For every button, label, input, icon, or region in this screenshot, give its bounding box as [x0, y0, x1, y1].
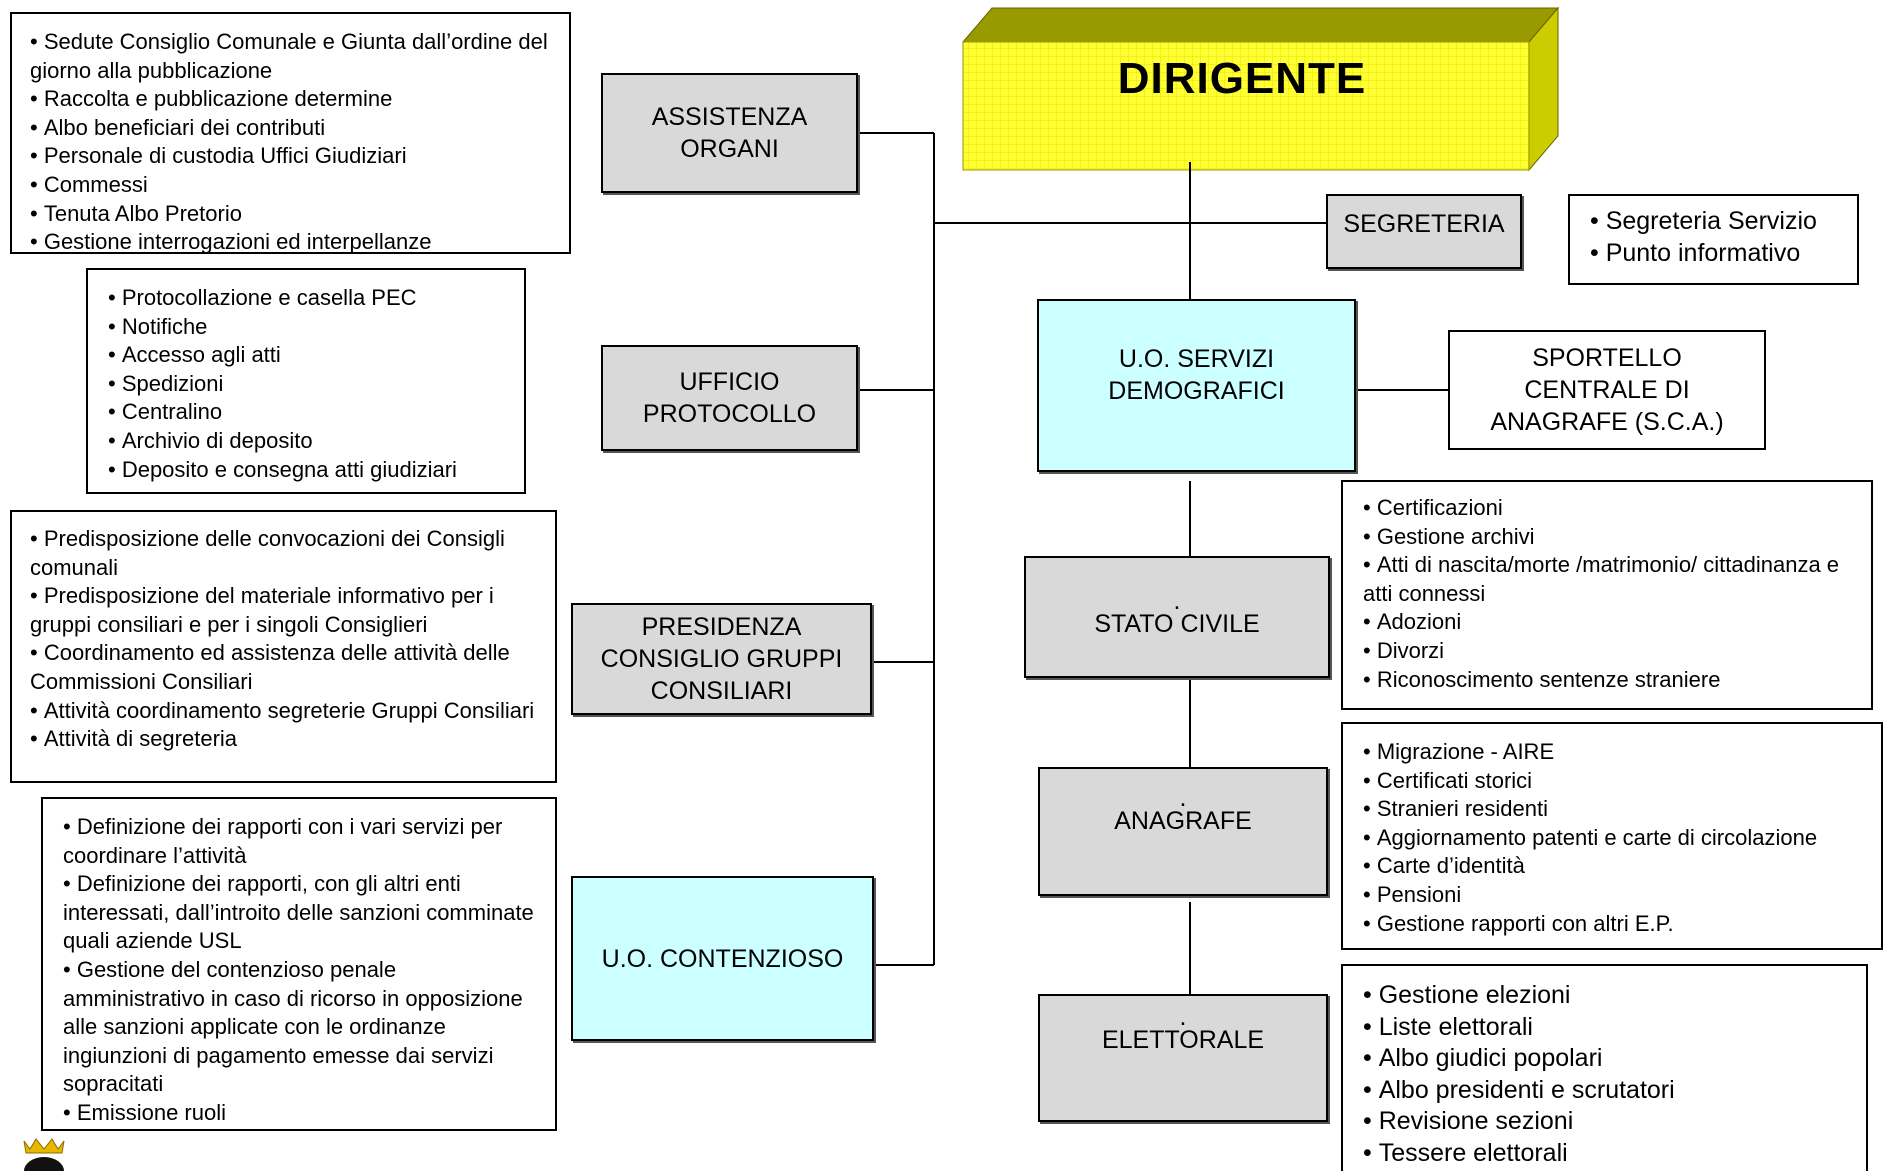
list-elettorale: Gestione elezioniListe elettoraliAlbo gi… — [1341, 964, 1868, 1171]
unit-anagrafe: . ANAGRAFE — [1038, 767, 1328, 896]
list-item: Adozioni — [1363, 608, 1851, 637]
list-stato-civile: CertificazioniGestione archiviAtti di na… — [1341, 480, 1873, 710]
list-presidenza-consiglio-items: Predisposizione delle convocazioni dei C… — [30, 525, 537, 754]
list-assistenza-organi-items: Sedute Consiglio Comunale e Giunta dall’… — [30, 28, 551, 257]
list-item: Raccolta e pubblicazione determine — [30, 85, 551, 114]
list-item: Protocollazione e casella PEC — [108, 284, 504, 313]
list-item: Pensioni — [1363, 881, 1861, 910]
list-item: Accesso agli atti — [108, 341, 504, 370]
unit-elettorale: . ELETTORALE — [1038, 994, 1328, 1122]
list-item: Gestione rapporti con altri E.P. — [1363, 910, 1861, 939]
dirigente-block — [961, 6, 1560, 172]
list-item: Aggiornamento patenti e carte di circola… — [1363, 824, 1861, 853]
list-item: Albo beneficiari dei contributi — [30, 114, 551, 143]
list-item: Spedizioni — [108, 370, 504, 399]
list-item: Attività di segreteria — [30, 725, 537, 754]
list-item: Riconoscimento sentenze straniere — [1363, 666, 1851, 695]
list-item: Sedute Consiglio Comunale e Giunta dall’… — [30, 28, 551, 85]
unit-stato-civile-label: STATO CIVILE — [1094, 610, 1260, 638]
unit-sportello-sca: SPORTELLO CENTRALE DI ANAGRAFE (S.C.A.) — [1448, 330, 1766, 450]
elettorale-dot: . — [1179, 1003, 1187, 1031]
list-segreteria-items: Segreteria ServizioPunto informativo — [1590, 206, 1837, 269]
list-item: Albo giudici popolari — [1363, 1043, 1846, 1075]
unit-ufficio-protocollo-label: UFFICIO PROTOCOLLO — [642, 368, 817, 428]
list-item: Predisposizione delle convocazioni dei C… — [30, 525, 537, 582]
unit-contenzioso: U.O. CONTENZIOSO — [571, 876, 874, 1041]
list-item: Coordinamento ed assistenza delle attivi… — [30, 639, 537, 696]
list-ufficio-protocollo-items: Protocollazione e casella PECNotificheAc… — [108, 284, 504, 484]
list-item: Punto informativo — [1590, 238, 1837, 270]
list-item: Commessi — [30, 171, 551, 200]
unit-ufficio-protocollo: UFFICIO PROTOCOLLO — [601, 345, 858, 451]
list-item: Emissione ruoli — [63, 1099, 535, 1128]
list-item: Tenuta Albo Pretorio — [30, 200, 551, 229]
list-item: Revisione sezioni — [1363, 1106, 1846, 1138]
list-item: Atti di nascita/morte /matrimonio/ citta… — [1363, 551, 1851, 608]
list-segreteria: Segreteria ServizioPunto informativo — [1568, 194, 1859, 285]
list-item: Gestione archivi — [1363, 523, 1851, 552]
unit-segreteria: SEGRETERIA — [1326, 194, 1522, 269]
unit-presidenza-consiglio-label: PRESIDENZA CONSIGLIO GRUPPI CONSILIARI — [600, 613, 843, 705]
anagrafe-dot: . — [1179, 784, 1187, 812]
list-item: Stranieri residenti — [1363, 795, 1861, 824]
list-item: Gestione elezioni — [1363, 980, 1846, 1012]
list-item: Segreteria Servizio — [1590, 206, 1837, 238]
list-item: Personale di custodia Uffici Giudiziari — [30, 142, 551, 171]
unit-segreteria-label: SEGRETERIA — [1343, 210, 1505, 238]
list-contenzioso: Definizione dei rapporti con i vari serv… — [41, 797, 557, 1131]
list-item: Certificati storici — [1363, 767, 1861, 796]
unit-contenzioso-label: U.O. CONTENZIOSO — [601, 944, 844, 973]
list-item: Definizione dei rapporti, con gli altri … — [63, 870, 535, 956]
unit-servizi-demografici: U.O. SERVIZI DEMOGRAFICI — [1037, 299, 1356, 472]
list-anagrafe: Migrazione - AIRECertificati storiciStra… — [1341, 722, 1883, 950]
list-item: Attività coordinamento segreterie Gruppi… — [30, 697, 537, 726]
unit-sportello-sca-label: SPORTELLO CENTRALE DI ANAGRAFE (S.C.A.) — [1490, 344, 1724, 436]
unit-anagrafe-label: ANAGRAFE — [1114, 807, 1252, 835]
unit-presidenza-consiglio: PRESIDENZA CONSIGLIO GRUPPI CONSILIARI — [571, 603, 872, 715]
list-stato-civile-items: CertificazioniGestione archiviAtti di na… — [1363, 494, 1851, 694]
list-contenzioso-items: Definizione dei rapporti con i vari serv… — [63, 813, 535, 1128]
crest-emblem-icon — [23, 1138, 65, 1171]
list-item: Notifiche — [108, 313, 504, 342]
list-item: Divorzi — [1363, 637, 1851, 666]
list-item: Definizione dei rapporti con i vari serv… — [63, 813, 535, 870]
list-item: Albo presidenti e scrutatori — [1363, 1075, 1846, 1107]
list-ufficio-protocollo: Protocollazione e casella PECNotificheAc… — [86, 268, 526, 494]
list-item: Liste elettorali — [1363, 1012, 1846, 1044]
list-item: Deposito e consegna atti giudiziari — [108, 456, 504, 485]
list-item: Certificazioni — [1363, 494, 1851, 523]
list-presidenza-consiglio: Predisposizione delle convocazioni dei C… — [10, 510, 557, 783]
stato-civile-dot: . — [1173, 587, 1181, 615]
unit-stato-civile: . STATO CIVILE — [1024, 556, 1330, 678]
list-item: Archivio di deposito — [108, 427, 504, 456]
list-elettorale-items: Gestione elezioniListe elettoraliAlbo gi… — [1363, 980, 1846, 1169]
list-item: Carte d’identità — [1363, 852, 1861, 881]
list-item: Migrazione - AIRE — [1363, 738, 1861, 767]
list-assistenza-organi: Sedute Consiglio Comunale e Giunta dall’… — [10, 12, 571, 254]
list-item: Centralino — [108, 398, 504, 427]
list-item: Gestione del contenzioso penale amminist… — [63, 956, 535, 1099]
unit-assistenza-organi: ASSISTENZA ORGANI — [601, 73, 858, 193]
unit-assistenza-organi-label: ASSISTENZA ORGANI — [651, 103, 808, 163]
unit-elettorale-label: ELETTORALE — [1101, 1026, 1265, 1054]
list-item: Tessere elettorali — [1363, 1138, 1846, 1170]
dirigente-title: DIRIGENTE — [1117, 54, 1367, 103]
list-item: Gestione interrogazioni ed interpellanze — [30, 228, 551, 257]
list-item: Predisposizione del materiale informativ… — [30, 582, 537, 639]
list-anagrafe-items: Migrazione - AIRECertificati storiciStra… — [1363, 738, 1861, 938]
unit-servizi-demografici-label: U.O. SERVIZI DEMOGRAFICI — [1108, 345, 1285, 405]
